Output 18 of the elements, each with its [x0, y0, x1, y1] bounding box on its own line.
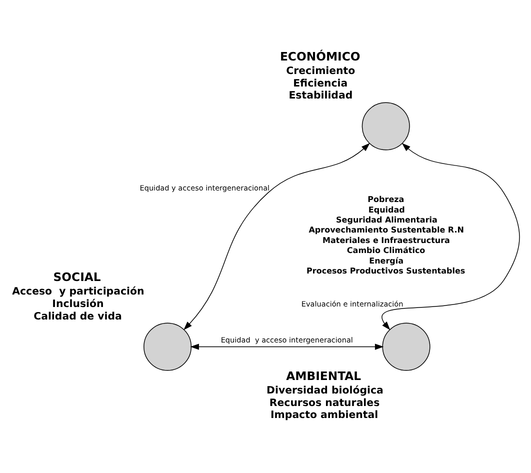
arrow [184, 142, 370, 330]
node-label: Eficiencia [293, 78, 348, 90]
node-label: Impacto ambiental [270, 410, 378, 422]
node-label: Diversidad biológica [266, 385, 384, 396]
arrow [190, 344, 384, 350]
node-label: Acceso y participación [12, 286, 144, 298]
edge-label: Evaluación e internalización [301, 299, 404, 308]
arrow [382, 142, 520, 330]
node-label: AMBIENTAL [286, 369, 362, 384]
node-label: ECONÓMICO [280, 50, 360, 64]
node-label: SOCIAL [53, 270, 101, 284]
node-label: Inclusión [52, 298, 104, 310]
node-label: Crecimiento [286, 66, 356, 77]
node-label: Estabilidad [288, 90, 353, 102]
edge-label: Equidad y acceso intergeneracional [140, 184, 270, 193]
node-label: Recursos naturales [269, 398, 380, 409]
edge-label: Equidad y acceso intergeneracional [220, 335, 353, 344]
node-label: Calidad de vida [34, 311, 122, 322]
